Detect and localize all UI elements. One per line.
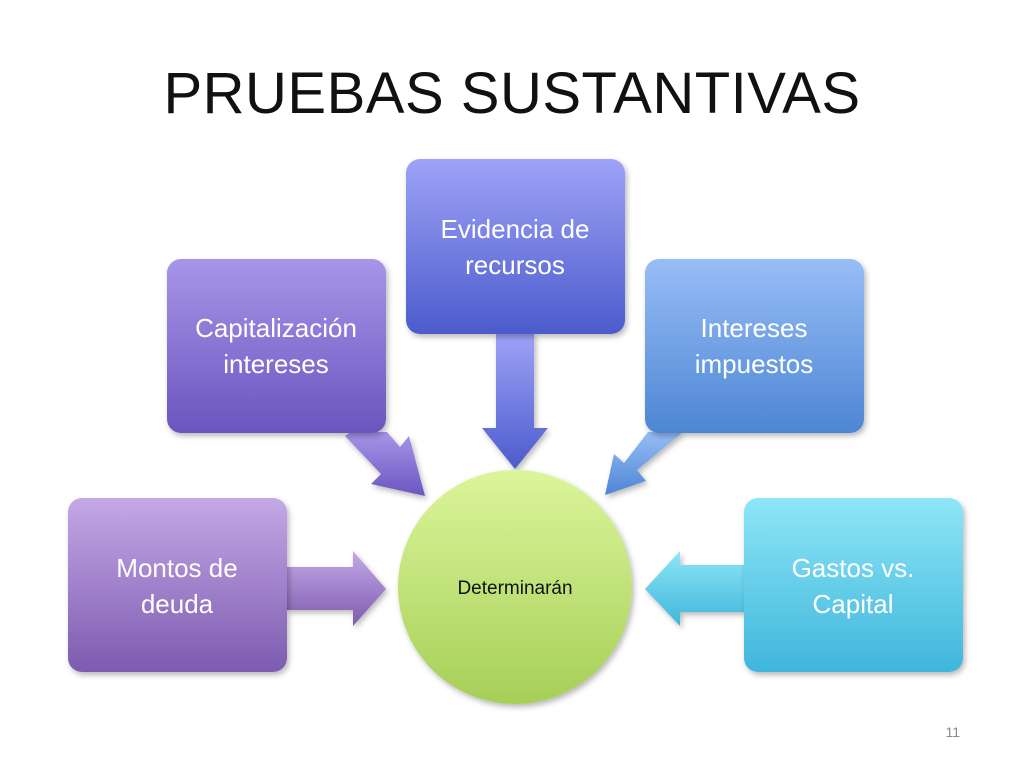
center-node: Determinarán [398,470,632,704]
node-evidencia-de-recursos: Evidencia de recursos [406,159,625,334]
node-box [406,159,625,334]
center-label: Determinarán [457,578,572,599]
arrow-gastos [645,551,745,626]
node-label-line-1: Capitalización [195,313,357,343]
arrow-evidencia [482,333,548,469]
node-label-line-1: Gastos vs. [792,553,915,583]
page-number: 11 [945,724,960,740]
node-box [744,498,963,672]
arrow-montos [286,551,386,626]
node-gastos-vs-capital: Gastos vs. Capital [744,498,963,672]
node-label-line-1: Montos de [116,553,237,583]
node-capitalizacion-intereses: Capitalización intereses [167,259,386,433]
arrow-capitalizacion [345,432,425,496]
node-label-line-1: Intereses [701,313,808,343]
slide-title: PRUEBAS SUSTANTIVAS [163,61,861,126]
node-montos-de-deuda: Montos de deuda [68,498,287,672]
node-label-line-2: impuestos [695,349,814,379]
node-label-line-2: recursos [465,250,565,280]
node-box [645,259,864,433]
node-label-line-2: intereses [223,349,329,379]
node-label-line-2: deuda [141,589,214,619]
node-box [167,259,386,433]
center-circle [398,470,632,704]
node-intereses-impuestos: Intereses impuestos [645,259,864,433]
node-box [68,498,287,672]
arrow-intereses [605,432,683,495]
node-label-line-2: Capital [813,589,894,619]
node-label-line-1: Evidencia de [441,214,590,244]
